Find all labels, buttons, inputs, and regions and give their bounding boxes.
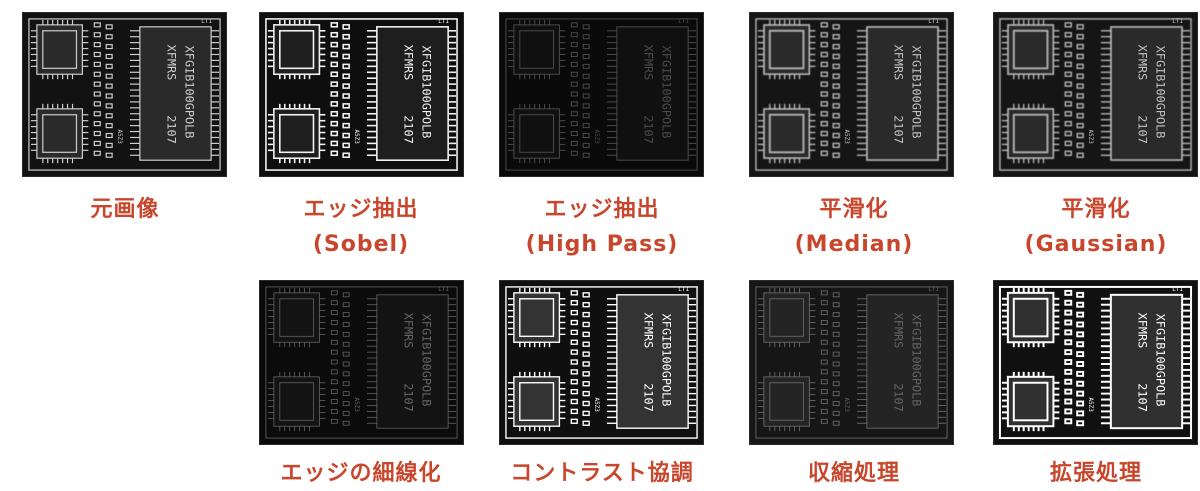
chip-text: XFGIB100GPOLB xyxy=(659,314,673,407)
chip-text: XFMRS xyxy=(402,313,416,349)
label-erosion: 収縮処理 xyxy=(807,461,900,486)
chip-text: XFGIB100GPOLB xyxy=(909,46,923,139)
chip-text: XFMRS xyxy=(642,45,656,81)
corner-label: LT1 xyxy=(928,286,939,293)
component-label: A5Z3 xyxy=(843,398,850,413)
chip-text: 2107 xyxy=(1136,115,1150,144)
chip-text: 2107 xyxy=(402,383,416,412)
corner-label: LT1 xyxy=(678,286,689,293)
component-label: A5Z3 xyxy=(116,130,123,145)
component-label: A5Z3 xyxy=(1087,398,1094,413)
component-label: A5Z3 xyxy=(1087,130,1094,145)
label-original: 元画像 xyxy=(90,197,160,222)
label-contrast: コントラスト協調 xyxy=(510,461,694,486)
chip-text: XFGIB100GPOLB xyxy=(909,314,923,407)
chip-text: XFMRS xyxy=(892,45,906,81)
chip-text: 2107 xyxy=(165,115,179,144)
corner-label: LT1 xyxy=(1172,286,1183,293)
chip-text: XFMRS xyxy=(1136,45,1150,81)
label-thinning: エッジの細線化 xyxy=(280,461,442,486)
label-dilation: 拡張処理 xyxy=(1049,461,1142,486)
chip-text: XFGIB100GPOLB xyxy=(419,46,433,139)
chip-text: XFGIB100GPOLB xyxy=(419,314,433,407)
corner-label: LT1 xyxy=(678,18,689,25)
chip-text: XFGIB100GPOLB xyxy=(659,46,673,139)
corner-label: LT1 xyxy=(1172,18,1183,25)
chip-text: 2107 xyxy=(642,115,656,144)
component-label: A5Z3 xyxy=(593,130,600,145)
chip-text: XFMRS xyxy=(402,45,416,81)
chip-text: 2107 xyxy=(892,115,906,144)
component-label: A5Z3 xyxy=(353,398,360,413)
label-edge-sobel: エッジ抽出 (Sobel) xyxy=(303,197,419,257)
corner-label: LT1 xyxy=(201,18,212,25)
label-smooth-gaussian: 平滑化 (Gaussian) xyxy=(1024,197,1168,257)
corner-label: LT1 xyxy=(438,18,449,25)
component-label: A5Z3 xyxy=(843,130,850,145)
component-label: A5Z3 xyxy=(593,398,600,413)
chip-text: 2107 xyxy=(402,115,416,144)
chip-text: XFMRS xyxy=(1136,313,1150,349)
chip-text: 2107 xyxy=(892,383,906,412)
chip-text: XFGIB100GPOLB xyxy=(1153,314,1167,407)
component-label: A5Z3 xyxy=(353,130,360,145)
label-edge-highpass: エッジ抽出 (High Pass) xyxy=(525,197,679,257)
chip-text: 2107 xyxy=(642,383,656,412)
chip-text: XFMRS xyxy=(892,313,906,349)
corner-label: LT1 xyxy=(438,286,449,293)
chip-text: XFMRS xyxy=(165,45,179,81)
chip-text: XFMRS xyxy=(642,313,656,349)
corner-label: LT1 xyxy=(928,18,939,25)
chip-text: XFGIB100GPOLB xyxy=(1153,46,1167,139)
chip-text: 2107 xyxy=(1136,383,1150,412)
chip-text: XFGIB100GPOLB xyxy=(182,46,196,139)
label-smooth-median: 平滑化 (Median) xyxy=(794,197,914,257)
